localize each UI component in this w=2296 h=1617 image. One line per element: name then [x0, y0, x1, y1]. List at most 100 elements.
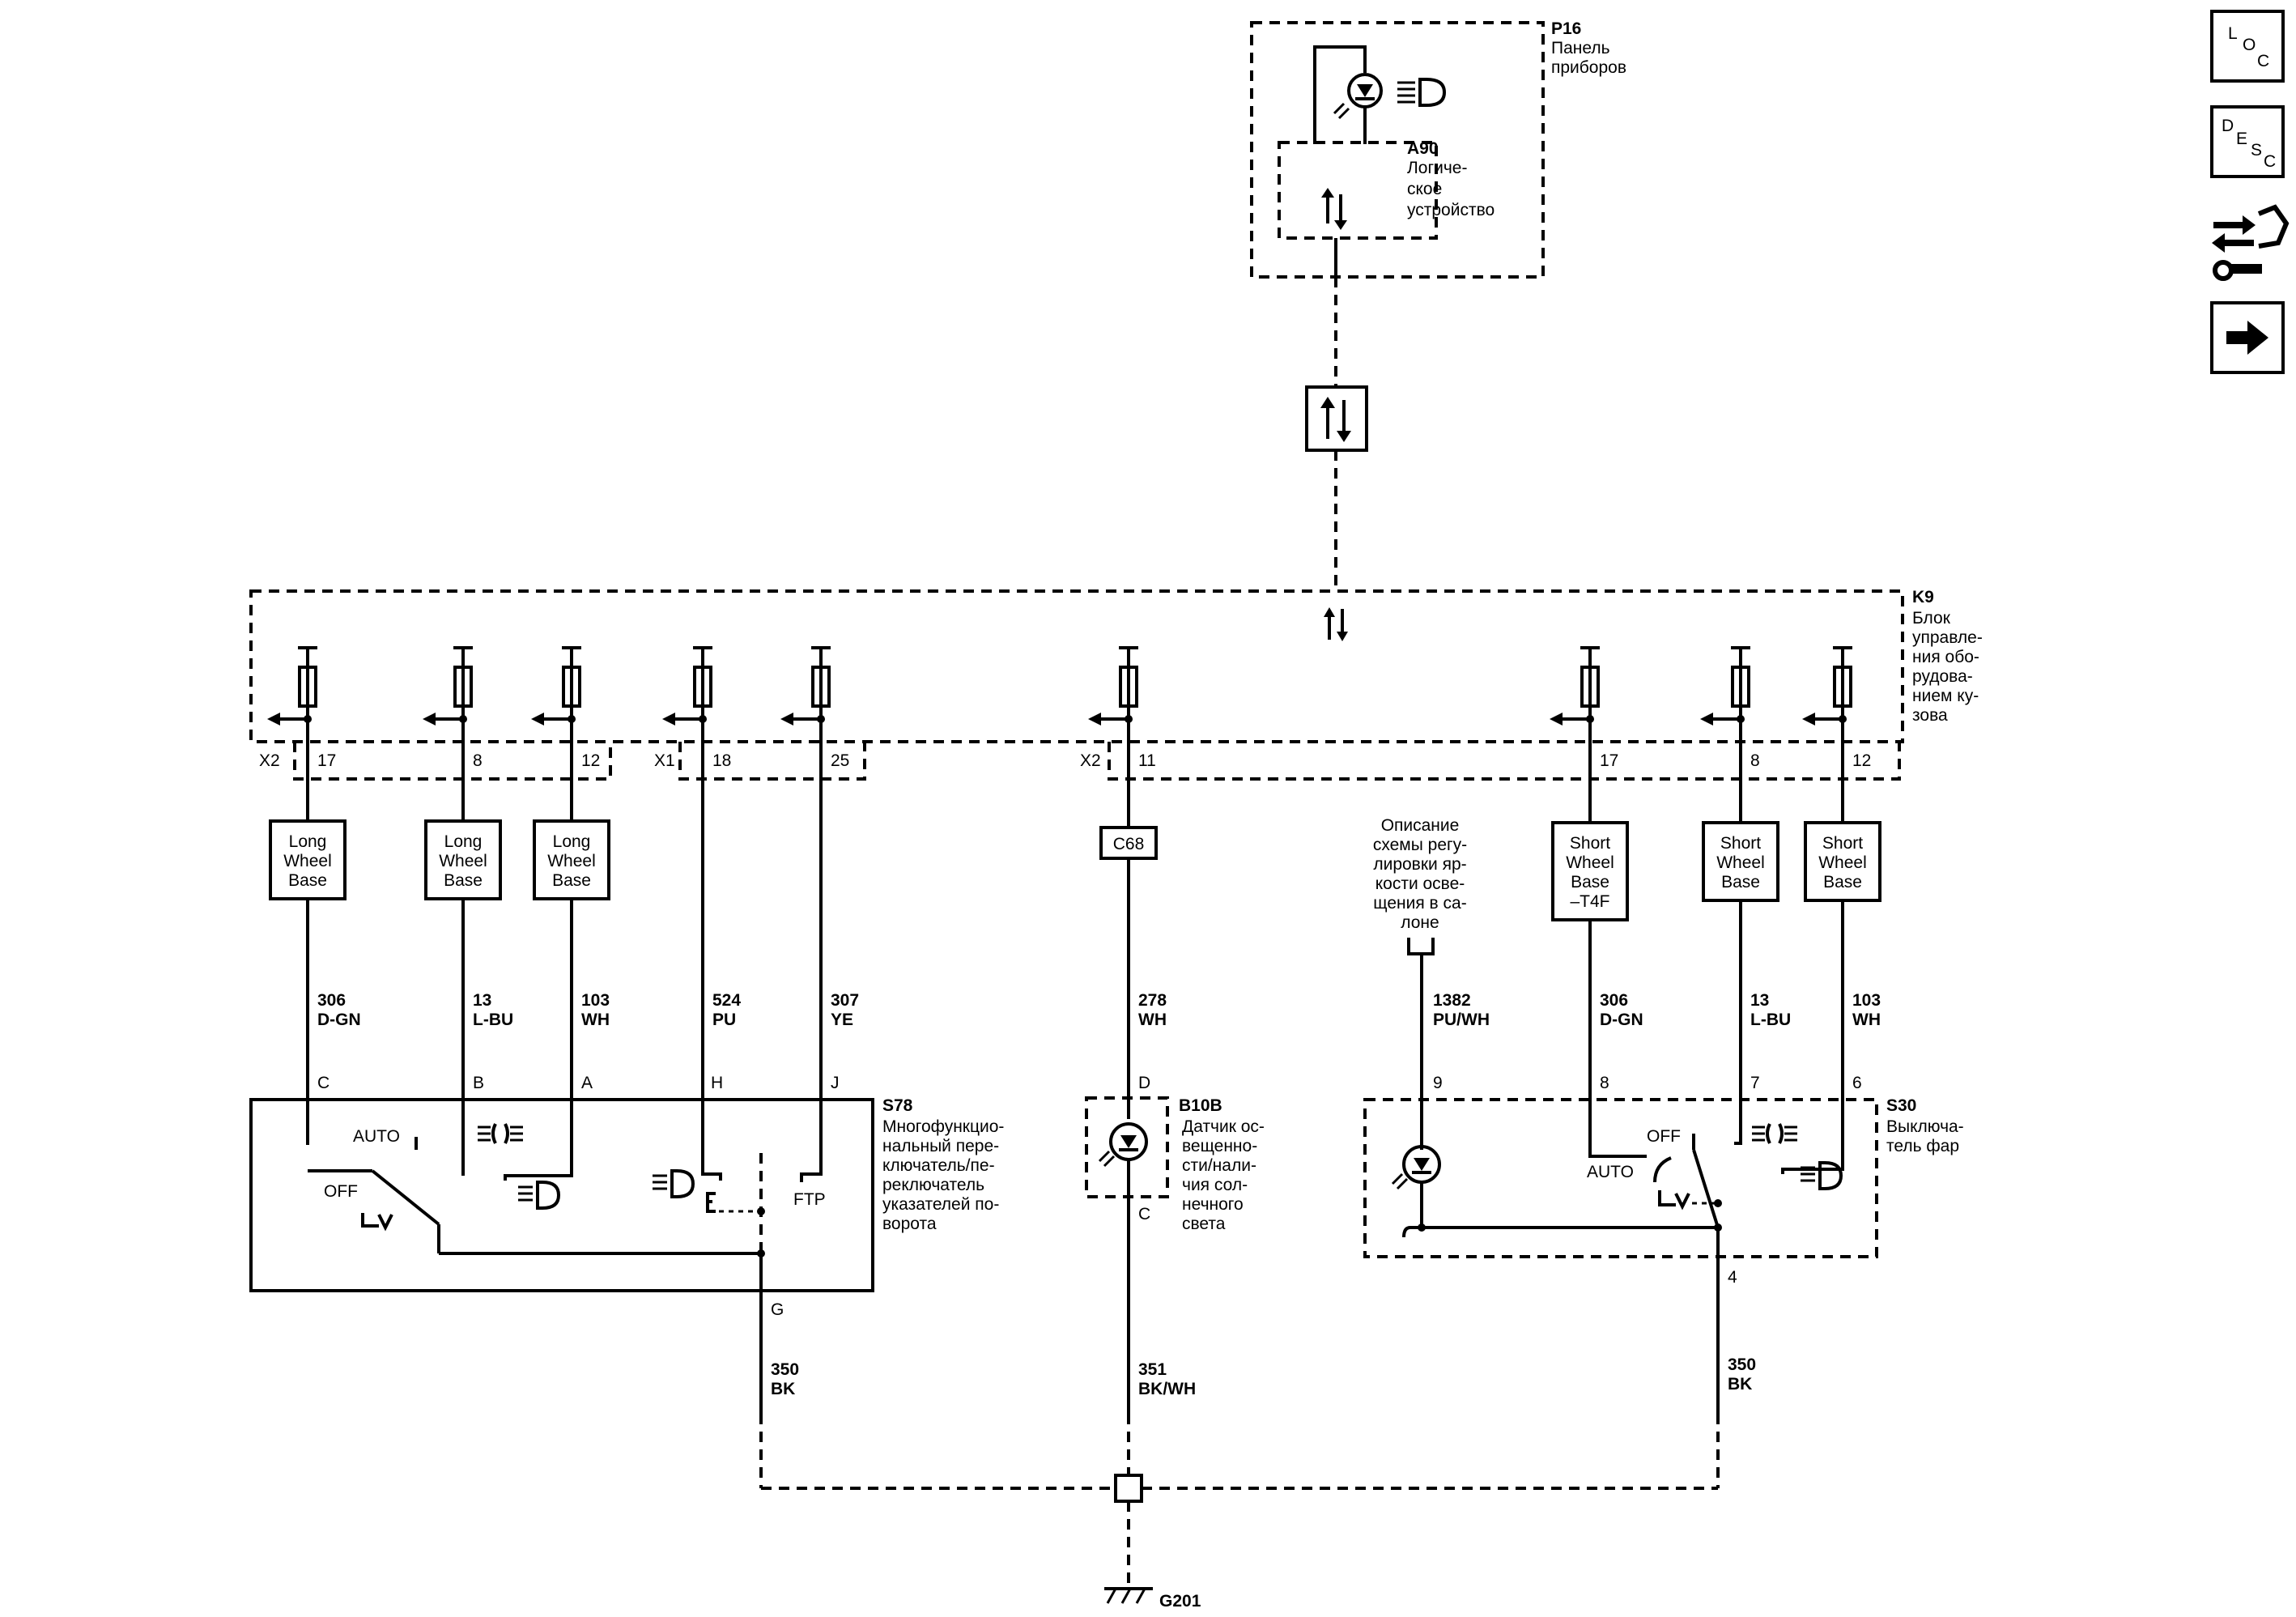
svg-text:Base: Base	[1721, 873, 1760, 891]
wire-color: L-BU	[473, 1011, 513, 1029]
wire-color: YE	[831, 1011, 853, 1029]
lever-switch-icon	[1658, 1190, 1690, 1211]
wire-circuit: 13	[1750, 991, 1769, 1010]
svg-text:Base: Base	[444, 871, 483, 890]
svg-text:O: O	[2243, 36, 2256, 54]
loc-button[interactable]: L O C	[2210, 10, 2285, 83]
s78-name-line: Многофункцио-	[882, 1117, 1004, 1136]
pin-number: 17	[317, 751, 336, 770]
module-k9: K9 Блок управле- ния обо- рудова- нием к…	[249, 588, 1983, 743]
pin-number: 25	[831, 751, 849, 770]
terminal-label: C	[1138, 1205, 1150, 1223]
svg-text:Short: Short	[1720, 834, 1761, 853]
svg-text:Long: Long	[444, 832, 483, 851]
k9-name-line: управле-	[1912, 628, 1983, 647]
loc-icon: L	[2228, 24, 2238, 43]
module-s30: S30 Выключа- тель фар 9 8 7 6 4 OFF AUTO	[1363, 1074, 1964, 1287]
a90-name-line: Логиче-	[1407, 159, 1467, 177]
ground-label: G201	[1159, 1592, 1201, 1611]
s78-name-line: ворота	[882, 1215, 937, 1233]
module-p16: P16 Панель приборов	[1250, 19, 1626, 279]
svg-text:Wheel: Wheel	[1566, 853, 1614, 872]
k9-name-line: Блок	[1912, 609, 1951, 628]
splice-icon	[1114, 1474, 1143, 1503]
switch-label-auto: AUTO	[1587, 1163, 1634, 1181]
svg-text:Wheel: Wheel	[547, 852, 596, 870]
wire-color: PU	[712, 1011, 736, 1029]
a90-code: A90	[1407, 139, 1439, 158]
terminal-label: 7	[1750, 1074, 1760, 1092]
option-box: Short Wheel Base –T4F	[1551, 821, 1629, 921]
wire-color: WH	[1852, 1011, 1881, 1029]
serial-data-link-icon	[1305, 385, 1368, 452]
pin-number: 18	[712, 751, 731, 770]
terminal-label: 6	[1852, 1074, 1862, 1092]
terminal-label: J	[831, 1074, 840, 1092]
terminal-label: G	[771, 1300, 784, 1319]
k9-code: K9	[1912, 588, 1934, 606]
svg-text:Short: Short	[1570, 834, 1610, 853]
p16-name-line: Панель	[1551, 39, 1610, 57]
wire-circuit: 351	[1138, 1360, 1167, 1379]
b10b-name-line: вещенно-	[1182, 1137, 1257, 1155]
switch-label-ftp: FTP	[793, 1190, 826, 1209]
svg-text:Base: Base	[1571, 873, 1609, 891]
wire-circuit: 306	[1600, 991, 1628, 1010]
svg-text:Wheel: Wheel	[1818, 853, 1867, 872]
parking-lamp-icon	[1752, 1123, 1797, 1144]
ground-g201: G201	[1104, 1587, 1201, 1611]
headlamp-low-beam-icon	[1801, 1161, 1843, 1190]
wire-circuit: 306	[317, 991, 346, 1010]
wire-color: BK	[771, 1380, 795, 1398]
note-line: кости осве-	[1375, 874, 1465, 893]
terminal-label: A	[581, 1074, 593, 1092]
photodiode-icon	[1098, 1122, 1148, 1168]
note-line: схемы регу-	[1373, 836, 1467, 854]
pin-number: 8	[473, 751, 483, 770]
ground-bus	[761, 1474, 1718, 1585]
connector-view-button[interactable]	[2212, 204, 2290, 281]
option-box: Long Wheel Base	[424, 819, 502, 900]
k9-channel	[423, 646, 473, 1171]
svg-text:–T4F: –T4F	[1570, 892, 1609, 911]
svg-text:Wheel: Wheel	[283, 852, 332, 870]
b10b-name-line: Датчик ос-	[1182, 1117, 1265, 1136]
reference-note: Описание схемы регу- лировки яр- кости о…	[1373, 816, 1467, 1150]
terminal-label: D	[1138, 1074, 1150, 1092]
terminal-label: 4	[1728, 1268, 1737, 1287]
note-line: Описание	[1381, 816, 1460, 835]
next-page-button[interactable]	[2210, 301, 2285, 374]
k9-pin-numbers: 17 8 12 18 25 11 17 8 12	[317, 751, 1871, 770]
module-s78: S78 Многофункцио- нальный пере- ключател…	[249, 1074, 1004, 1319]
p16-name-line: приборов	[1551, 58, 1626, 77]
b10b-name-line: чия сол-	[1182, 1176, 1248, 1194]
b10b-name-line: нечного	[1182, 1195, 1244, 1214]
s78-name-line: реключатель	[882, 1176, 984, 1194]
svg-text:Wheel: Wheel	[1716, 853, 1765, 872]
switch-label-auto: AUTO	[353, 1127, 400, 1146]
note-line: лировки яр-	[1373, 855, 1466, 874]
s78-name-line: указателей по-	[882, 1195, 999, 1214]
svg-text:C: C	[2264, 152, 2276, 171]
svg-text:Wheel: Wheel	[439, 852, 487, 870]
wire-circuit: 103	[1852, 991, 1881, 1010]
terminal-label: B	[473, 1074, 484, 1092]
svg-text:Long: Long	[289, 832, 327, 851]
wire-circuit: 13	[473, 991, 491, 1010]
option-box: Short Wheel Base	[1804, 821, 1881, 902]
wire-color: BK	[1728, 1375, 1752, 1394]
switch-label-off: OFF	[324, 1182, 358, 1201]
s30-name-line: Выключа-	[1886, 1117, 1964, 1136]
option-box: Short Wheel Base	[1702, 821, 1779, 902]
pin-number: 11	[1138, 751, 1156, 770]
a90-name-line: устройство	[1407, 201, 1495, 219]
option-box-c68: C68	[1099, 826, 1158, 860]
s78-name-line: ключатель/пе-	[882, 1156, 995, 1175]
k9-connectors: X2 X1 X2	[259, 742, 1901, 781]
desc-button[interactable]: D E S C	[2210, 105, 2285, 178]
pin-number: 12	[581, 751, 600, 770]
connector-view-icon	[2212, 204, 2290, 281]
wire-circuit: 1382	[1433, 991, 1471, 1010]
k9-channel	[1088, 646, 1138, 1119]
k9-serial-data-icon	[1324, 607, 1348, 641]
